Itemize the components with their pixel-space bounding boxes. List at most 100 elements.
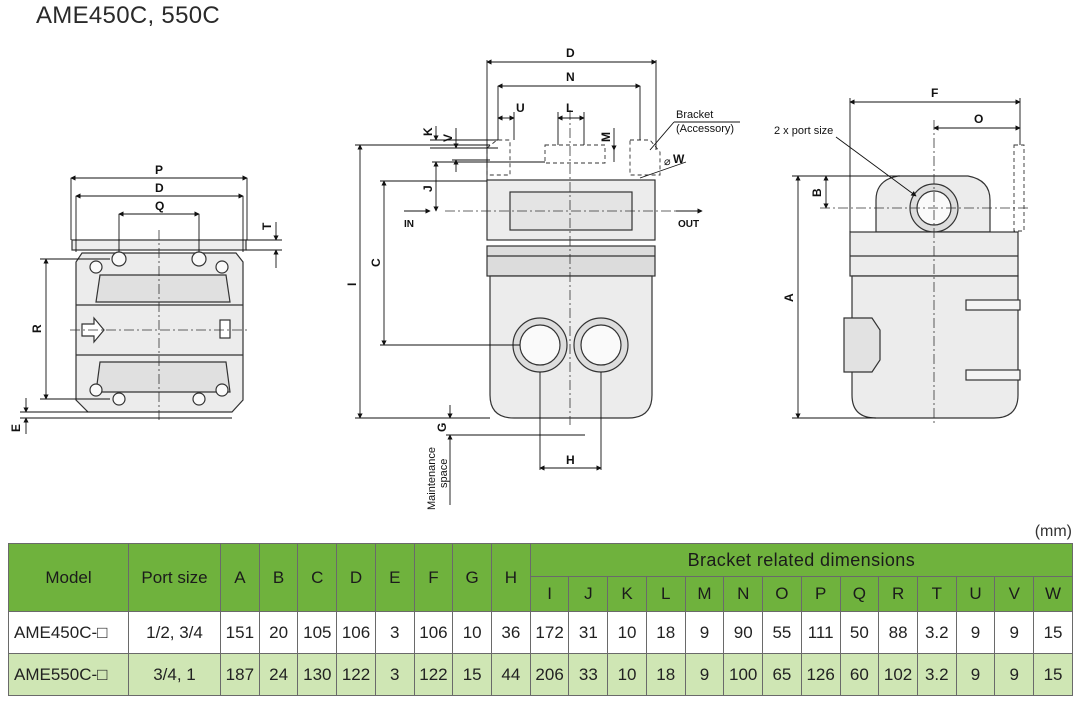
cell-value: 100 bbox=[723, 653, 764, 696]
dim-label-M: M bbox=[599, 132, 613, 142]
dim-label-I: I bbox=[345, 283, 359, 286]
dim-label-D: D bbox=[155, 181, 164, 195]
cell-value: 111 bbox=[800, 611, 841, 654]
cell-value: 9 bbox=[955, 653, 996, 696]
bracket-note-line1: Bracket bbox=[676, 109, 713, 121]
cell-value: 9 bbox=[994, 653, 1035, 696]
dim-label-C: C bbox=[369, 258, 383, 267]
port-size-note: 2 x port size bbox=[774, 125, 833, 137]
front-hole-2 bbox=[191, 251, 207, 267]
front-view bbox=[70, 230, 250, 420]
right-view bbox=[820, 120, 1030, 425]
right-dim-labels: F O B A bbox=[782, 86, 983, 302]
dim-label-W: W bbox=[673, 152, 685, 166]
cell-value: 187 bbox=[220, 653, 260, 696]
cell-value: 9 bbox=[684, 611, 725, 654]
table-row: AME550C-□ 3/4, 1 187 24 130 122 3 122 15… bbox=[8, 653, 1073, 696]
cell-value: 9 bbox=[955, 611, 996, 654]
header-col-K: K bbox=[607, 576, 647, 612]
cell-value: 106 bbox=[413, 611, 454, 654]
dia-symbol: ⌀ bbox=[664, 156, 671, 168]
cell-value: 3.2 bbox=[916, 611, 957, 654]
side-bracket-dashed bbox=[486, 139, 511, 176]
dim-label-U: U bbox=[516, 101, 525, 115]
cell-value: 126 bbox=[800, 653, 841, 696]
dimension-drawing: P D Q T R E bbox=[9, 46, 1030, 510]
dim-label-H: H bbox=[566, 453, 575, 467]
cell-value: 122 bbox=[336, 653, 376, 696]
cell-value: 36 bbox=[491, 611, 531, 654]
header-col-I: I bbox=[529, 576, 570, 612]
side-notes: Bracket (Accessory) Maintenance space bbox=[426, 109, 734, 510]
cell-model: AME450C-□ bbox=[8, 611, 129, 654]
front-dims bbox=[20, 175, 282, 434]
header-col-J: J bbox=[568, 576, 609, 612]
header-col-M: M bbox=[684, 576, 725, 612]
cell-value: 15 bbox=[1033, 611, 1073, 654]
cell-value: 15 bbox=[1033, 653, 1073, 696]
cell-value: 102 bbox=[878, 653, 918, 696]
cell-value: 151 bbox=[220, 611, 260, 654]
header-col-F: F bbox=[413, 543, 454, 612]
header-col-N: N bbox=[723, 576, 764, 612]
side-view bbox=[445, 110, 680, 425]
header-port-size: Port size bbox=[128, 543, 221, 612]
header-col-G: G bbox=[452, 543, 493, 612]
cell-value: 15 bbox=[452, 653, 493, 696]
header-col-H: H bbox=[491, 543, 531, 612]
unit-label: (mm) bbox=[1034, 523, 1072, 540]
cell-value: 24 bbox=[258, 653, 299, 696]
side-dim-labels: D N U L K V M J I C G H ⌀ W IN OUT bbox=[345, 46, 699, 467]
dim-label-K: K bbox=[421, 127, 435, 136]
header-col-Q: Q bbox=[839, 576, 880, 612]
cell-port-size: 1/2, 3/4 bbox=[128, 611, 221, 654]
right-bowl bbox=[851, 275, 1019, 419]
dim-label-N: N bbox=[566, 70, 575, 84]
bracket-note-line2: (Accessory) bbox=[676, 123, 734, 135]
cell-value: 18 bbox=[645, 611, 686, 654]
cell-value: 20 bbox=[258, 611, 299, 654]
cell-value: 10 bbox=[607, 653, 647, 696]
header-col-E: E bbox=[374, 543, 415, 612]
cell-value: 130 bbox=[297, 653, 338, 696]
cell-value: 10 bbox=[607, 611, 647, 654]
cell-value: 106 bbox=[336, 611, 376, 654]
dim-label-D-side: D bbox=[566, 46, 575, 60]
maintenance-line1: Maintenance bbox=[426, 447, 438, 510]
page-title: AME450C, 550C bbox=[36, 2, 220, 29]
header-col-A: A bbox=[220, 543, 260, 612]
cell-value: 65 bbox=[762, 653, 802, 696]
cell-value: 33 bbox=[568, 653, 609, 696]
header-col-P: P bbox=[800, 576, 841, 612]
cell-value: 18 bbox=[645, 653, 686, 696]
cell-value: 105 bbox=[297, 611, 338, 654]
dimension-table: Model Port size A B C D E F G H Bracket … bbox=[8, 543, 1073, 696]
front-hole-1 bbox=[111, 251, 127, 267]
dim-label-Q: Q bbox=[155, 199, 164, 213]
header-col-D: D bbox=[336, 543, 376, 612]
right-dims bbox=[792, 98, 1021, 419]
cell-value: 55 bbox=[762, 611, 802, 654]
dim-label-E: E bbox=[9, 424, 23, 432]
header-col-C: C bbox=[297, 543, 338, 612]
cell-value: 9 bbox=[684, 653, 725, 696]
cell-value: 10 bbox=[452, 611, 493, 654]
header-col-B: B bbox=[258, 543, 299, 612]
out-label: OUT bbox=[678, 219, 699, 230]
dim-label-J: J bbox=[421, 185, 435, 192]
dim-label-P: P bbox=[155, 163, 163, 177]
cell-value: 88 bbox=[878, 611, 918, 654]
cell-value: 90 bbox=[723, 611, 764, 654]
cell-value: 3.2 bbox=[916, 653, 957, 696]
cell-value: 9 bbox=[994, 611, 1035, 654]
header-col-T: T bbox=[916, 576, 957, 612]
cell-value: 206 bbox=[529, 653, 570, 696]
cell-value: 44 bbox=[491, 653, 531, 696]
dim-label-O: O bbox=[974, 112, 983, 126]
maintenance-line2: space bbox=[438, 459, 450, 488]
header-model: Model bbox=[8, 543, 129, 612]
cell-model: AME550C-□ bbox=[8, 653, 129, 696]
front-dim-labels: P D Q T R E bbox=[9, 163, 274, 432]
dim-label-G: G bbox=[435, 423, 449, 432]
right-side-knob bbox=[843, 317, 881, 373]
